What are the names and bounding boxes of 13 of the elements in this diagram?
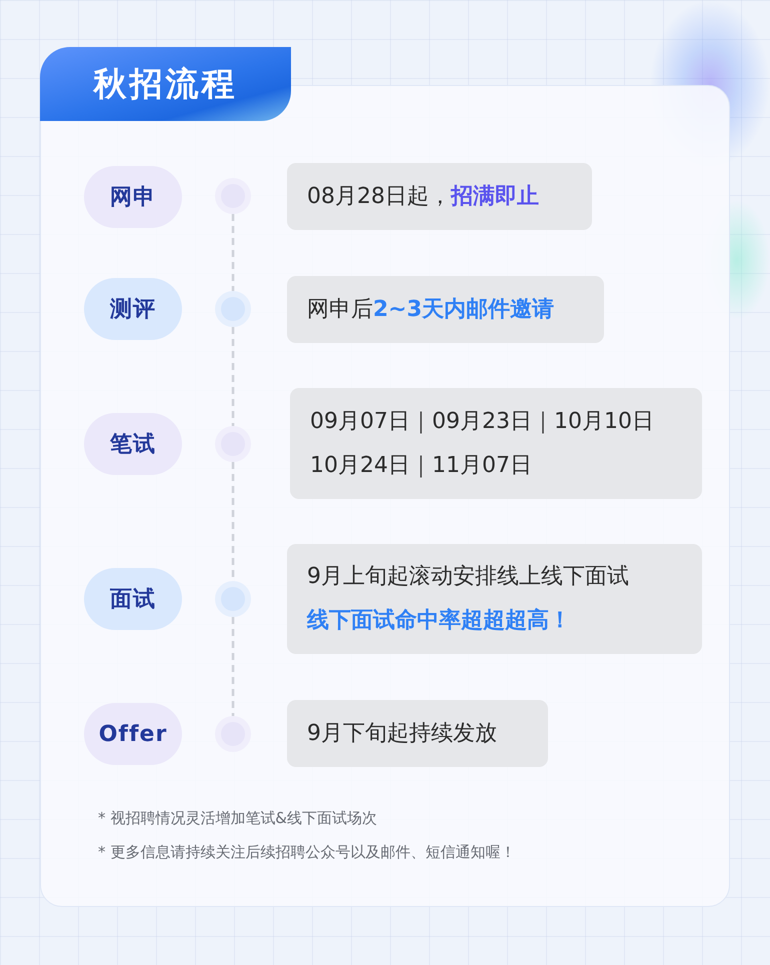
dashed-connector <box>232 327 234 426</box>
footnote: * 更多信息请持续关注后续招聘公众号以及邮件、短信通知喔！ <box>98 842 516 862</box>
info-text: 09月07日｜09月23日｜10月10日 <box>310 408 655 436</box>
info-text: 10月24日｜11月07日 <box>310 452 533 480</box>
info-text: 08月28日起，招满即止 <box>307 182 540 210</box>
footnote: * 视招聘情况灵活增加笔试&线下面试场次 <box>98 808 377 828</box>
info-text: 9月下旬起持续发放 <box>307 720 498 748</box>
info-text: 线下面试命中率超超超高！ <box>307 606 572 635</box>
info-text: 网申后2~3天内邮件邀请 <box>307 296 556 324</box>
dashed-connector <box>232 214 234 291</box>
title-banner: 秋招流程 <box>40 47 291 121</box>
dashed-connector <box>232 617 234 716</box>
info-text: 9月上旬起滚动安排线上线下面试 <box>307 563 630 591</box>
